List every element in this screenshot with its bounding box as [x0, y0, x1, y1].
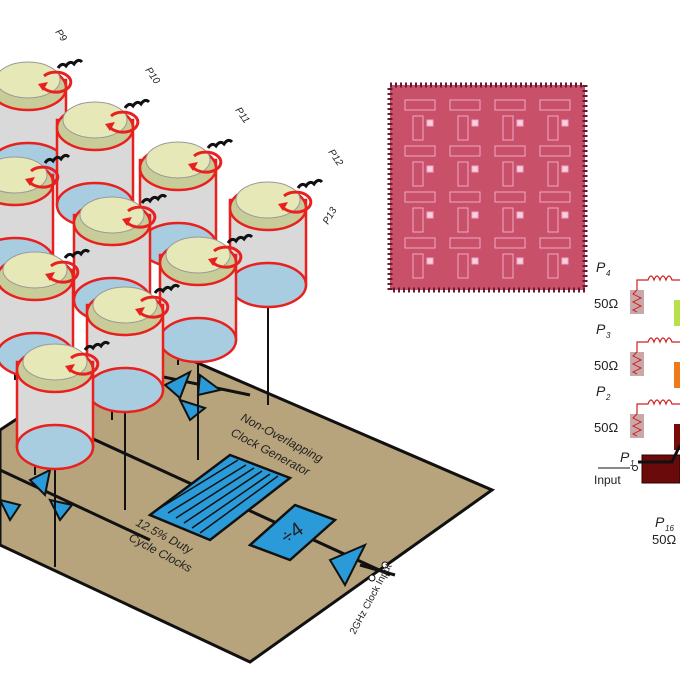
rotation-arrow-icon — [107, 110, 140, 134]
output-port-sub: 16 — [665, 524, 674, 533]
output-port-label: P — [655, 514, 665, 530]
divider-block: ÷4 — [247, 503, 338, 562]
inductor-icon — [226, 233, 254, 244]
output-port: P 16 50Ω — [652, 514, 676, 547]
inductor-icon — [636, 275, 680, 290]
port-label-p11: P11 — [233, 105, 252, 125]
inductor-icon — [56, 58, 84, 69]
clock-generator-block — [147, 453, 293, 542]
input-label: Input — [594, 473, 621, 487]
inductor-icon — [296, 178, 324, 189]
port-sub: 3 — [606, 331, 611, 340]
inductor-icon — [63, 248, 91, 259]
chip-micrograph — [387, 82, 588, 293]
rotation-arrow-icon — [124, 205, 157, 229]
rotation-arrow-icon — [280, 190, 313, 214]
resistor-value: 50Ω — [594, 420, 618, 435]
port-label-p12: P12 — [326, 147, 345, 168]
rotation-arrow-icon — [47, 260, 80, 284]
inductor-icon — [636, 337, 680, 352]
rotation-arrow-icon — [27, 165, 60, 189]
port-label: P — [596, 383, 606, 399]
port-label-p13: P13 — [321, 205, 340, 226]
resonator-cylinder — [85, 283, 181, 510]
resonator-cylinder — [15, 340, 111, 567]
inductor-icon — [123, 98, 151, 109]
inductor-icon — [83, 340, 111, 351]
rotation-arrow-icon — [190, 150, 223, 174]
input-port-label: P — [620, 449, 630, 465]
input-port: P 1 Input — [594, 444, 680, 487]
port-label: P — [596, 259, 606, 275]
clock-buffer-icon — [328, 543, 368, 588]
resistor-value: 50Ω — [594, 358, 618, 373]
input-port-sub: 1 — [630, 459, 634, 468]
port-label: P — [596, 321, 606, 337]
inductor-icon — [43, 153, 71, 164]
resistor-icon — [630, 352, 644, 376]
resonator-array — [0, 58, 324, 567]
inductor-icon — [140, 193, 168, 204]
rotation-arrow-icon — [210, 245, 243, 269]
port-label-p10: P10 — [143, 65, 162, 86]
port-sub: 4 — [606, 269, 611, 278]
resistor-icon — [630, 414, 644, 438]
rotation-arrow-icon — [40, 70, 73, 94]
inductor-icon — [636, 399, 680, 414]
resistor-icon — [630, 290, 644, 314]
resonator-cylinder — [0, 153, 71, 380]
port-block — [674, 300, 680, 326]
inductor-icon — [206, 138, 234, 149]
rotation-arrow-icon — [137, 295, 170, 319]
switch-buffers — [0, 369, 223, 522]
resistor-value: 50Ω — [594, 296, 618, 311]
resonator-cylinder — [228, 178, 324, 405]
port-label-p9: P9 — [53, 27, 69, 44]
port-block — [674, 362, 680, 388]
rotation-arrow-icon — [67, 352, 100, 376]
port-sub: 2 — [605, 393, 611, 402]
output-port-resistance: 50Ω — [652, 532, 676, 547]
inductor-icon — [153, 283, 181, 294]
port-block — [674, 424, 680, 450]
